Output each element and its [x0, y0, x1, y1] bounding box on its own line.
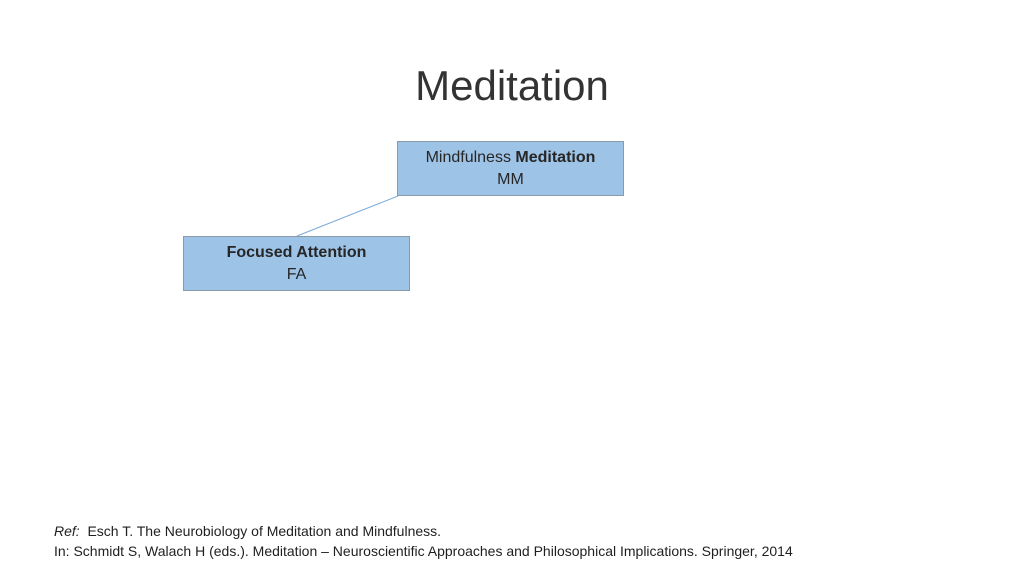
- node-focused-attention-label: Focused Attention: [226, 243, 367, 261]
- node-mindfulness-label-bold: Meditation: [515, 148, 596, 166]
- reference-prefix: Ref:: [54, 523, 80, 539]
- node-focused-attention: Focused Attention FA: [183, 236, 410, 291]
- reference-line-1-text: Esch T. The Neurobiology of Meditation a…: [79, 523, 442, 539]
- connector-mm-to-fa: [296, 195, 399, 237]
- slide-title: Meditation: [415, 62, 609, 109]
- node-focused-attention-abbreviation: FA: [286, 265, 307, 283]
- node-mindfulness-abbreviation: MM: [497, 170, 524, 188]
- node-mindfulness-label: Mindfulness Meditation: [426, 147, 596, 169]
- node-mindfulness-label-regular: Mindfulness: [425, 148, 516, 166]
- reference-line-1: Ref: Esch T. The Neurobiology of Meditat…: [54, 521, 793, 541]
- reference-line-2: In: Schmidt S, Walach H (eds.). Meditati…: [54, 543, 793, 559]
- node-mindfulness-meditation: Mindfulness Meditation MM: [397, 141, 624, 196]
- reference-citation: Ref: Esch T. The Neurobiology of Meditat…: [54, 521, 793, 561]
